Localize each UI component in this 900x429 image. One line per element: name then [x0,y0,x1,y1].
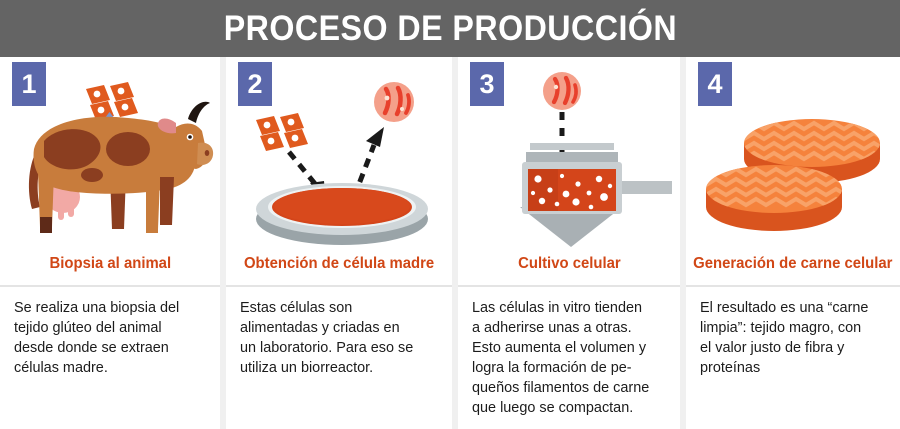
step-title-strip-4: Generación de carne celular [686,255,900,287]
step-number-3: 3 [479,68,495,99]
step-number-badge-4: 4 [698,62,732,106]
step-panel-2: 2 [226,57,458,429]
step-title-strip-2: Obtención de célula madre [226,255,452,287]
dashed-arrow-out-icon [351,127,384,198]
step-illustration-4 [686,57,900,255]
step-number-badge-1: 1 [12,62,46,106]
step-panel-4: 4 [686,57,900,429]
step-title-1: Biopsia al animal [49,255,171,272]
step-body-wrap-4: El resultado es una “carne limpia”: teji… [686,287,900,429]
step-body-4: El resultado es una “carne limpia”: teji… [700,299,869,377]
step-body-3: Las células in vitro tienden a adherirse… [472,299,650,417]
cow-icon [28,101,214,233]
bioreactor-icon [520,143,672,247]
step-title-2: Obtención de célula madre [243,255,435,272]
petri-dish-icon [256,183,428,245]
step-panel-3: 3 [458,57,686,429]
step-number-badge-2: 2 [238,62,272,106]
step-body-wrap-1: Se realiza una biopsia del tejido glúteo… [0,287,220,429]
step-illustration-1 [0,57,220,255]
step-body-wrap-2: Estas células son alimentadas y criadas … [226,287,452,429]
step-number-4: 4 [707,68,723,99]
page-title: PROCESO DE PRODUCCIÓN [223,8,677,48]
step-title-strip-1: Biopsia al animal [0,255,220,287]
step-number-2: 2 [247,68,263,99]
step-body-1: Se realiza una biopsia del tejido glúteo… [14,299,180,377]
step-number-1: 1 [21,68,37,99]
step-illustration-3 [458,57,680,255]
header-bar: PROCESO DE PRODUCCIÓN [0,0,900,57]
step-title-3: Cultivo celular [517,255,621,272]
step-number-badge-3: 3 [470,62,504,106]
step-title-strip-3: Cultivo celular [458,255,680,287]
tissue-cells-icon [86,82,138,120]
step-body-wrap-3: Las células in vitro tienden a adherirse… [458,287,680,429]
tissue-cells-icon [256,113,308,151]
stem-cell-icon [374,82,414,122]
step-title-4: Generación de carne celular [693,255,893,272]
meat-patty-icon [706,165,842,231]
step-panel-1: 1 [0,57,226,429]
stem-cell-icon [543,72,581,110]
step-illustration-2 [226,57,452,255]
steps-row: 1 [0,57,900,429]
step-body-2: Estas células son alimentadas y criadas … [240,299,414,377]
